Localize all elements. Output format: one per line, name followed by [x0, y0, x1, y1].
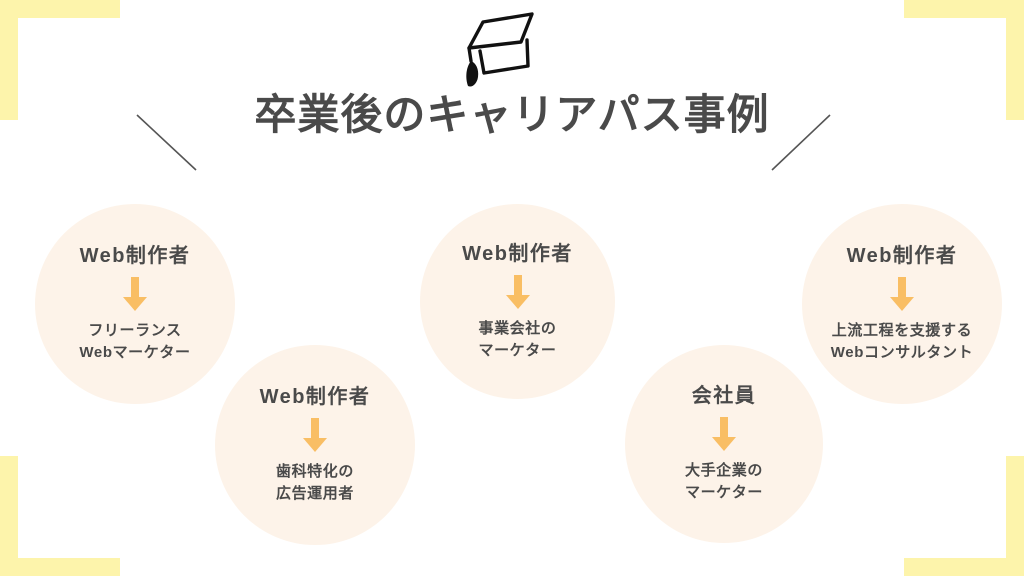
decorative-slash-left: [136, 114, 197, 171]
career-path-role-from: Web制作者: [462, 242, 573, 265]
arrow-down-icon: [890, 277, 914, 312]
corner-bracket-bar-horizontal: [904, 0, 1024, 18]
career-path-role-from: Web制作者: [259, 386, 371, 409]
career-path-role-to: フリーランス Webマーケター: [79, 320, 190, 364]
career-path-circle-2[interactable]: Web制作者 歯科特化の 広告運用者: [215, 345, 415, 545]
career-path-circle-4[interactable]: 会社員 大手企業の マーケター: [625, 345, 823, 543]
career-path-role-to-line1: 上流工程を支援する: [831, 322, 973, 340]
graduation-cap-icon: [466, 12, 534, 87]
corner-bracket-bottom-right: [904, 456, 1024, 576]
page-title: 卒業後のキャリアパス事例: [254, 91, 770, 138]
corner-bracket-bar-horizontal: [0, 0, 120, 18]
career-path-role-to: 歯科特化の 広告運用者: [276, 461, 354, 505]
career-path-role-to-line2: Webマーケター: [79, 344, 191, 361]
career-path-role-to-line1: 歯科特化の: [275, 463, 354, 481]
career-path-circle-3[interactable]: Web制作者 事業会社の マーケター: [420, 204, 615, 399]
career-path-circle-5[interactable]: Web制作者 上流工程を支援する Webコンサルタント: [802, 204, 1002, 404]
career-path-role-to-line1: 事業会社の: [478, 319, 557, 337]
corner-bracket-bar-vertical: [1006, 456, 1024, 576]
arrow-down-icon: [505, 274, 530, 309]
career-path-circle-1[interactable]: Web制作者 フリーランス Webマーケター: [35, 204, 235, 404]
arrow-down-icon: [123, 277, 147, 312]
arrow-down-icon: [303, 418, 327, 453]
career-path-role-to: 上流工程を支援する Webコンサルタント: [831, 320, 973, 364]
career-path-role-to: 事業会社の マーケター: [478, 318, 556, 362]
career-path-role-to-line1: フリーランス: [88, 322, 182, 340]
corner-bracket-bottom-left: [0, 456, 120, 576]
graduation-cap-tassel: [466, 61, 479, 87]
corner-bracket-bar-vertical: [0, 0, 18, 120]
career-path-role-to-line2: マーケター: [478, 341, 557, 359]
corner-bracket-bar-horizontal: [904, 558, 1024, 576]
corner-bracket-top-right: [904, 0, 1024, 120]
corner-bracket-bar-vertical: [0, 456, 18, 576]
career-path-role-to-line1: 大手企業の: [684, 462, 763, 480]
career-path-role-to: 大手企業の マーケター: [685, 460, 763, 504]
career-path-role-from: Web制作者: [846, 245, 958, 268]
career-path-role-from: 会社員: [691, 385, 757, 408]
decorative-slash-right: [771, 114, 831, 171]
career-path-role-to-line2: Webコンサルタント: [830, 344, 974, 361]
corner-bracket-bar-horizontal: [0, 558, 120, 576]
arrow-down-icon: [712, 417, 736, 452]
corner-bracket-top-left: [0, 0, 120, 120]
career-path-role-to-line2: 広告運用者: [275, 485, 354, 502]
career-path-role-from: Web制作者: [79, 245, 191, 268]
corner-bracket-bar-vertical: [1006, 0, 1024, 120]
career-path-role-to-line2: マーケター: [684, 484, 763, 501]
